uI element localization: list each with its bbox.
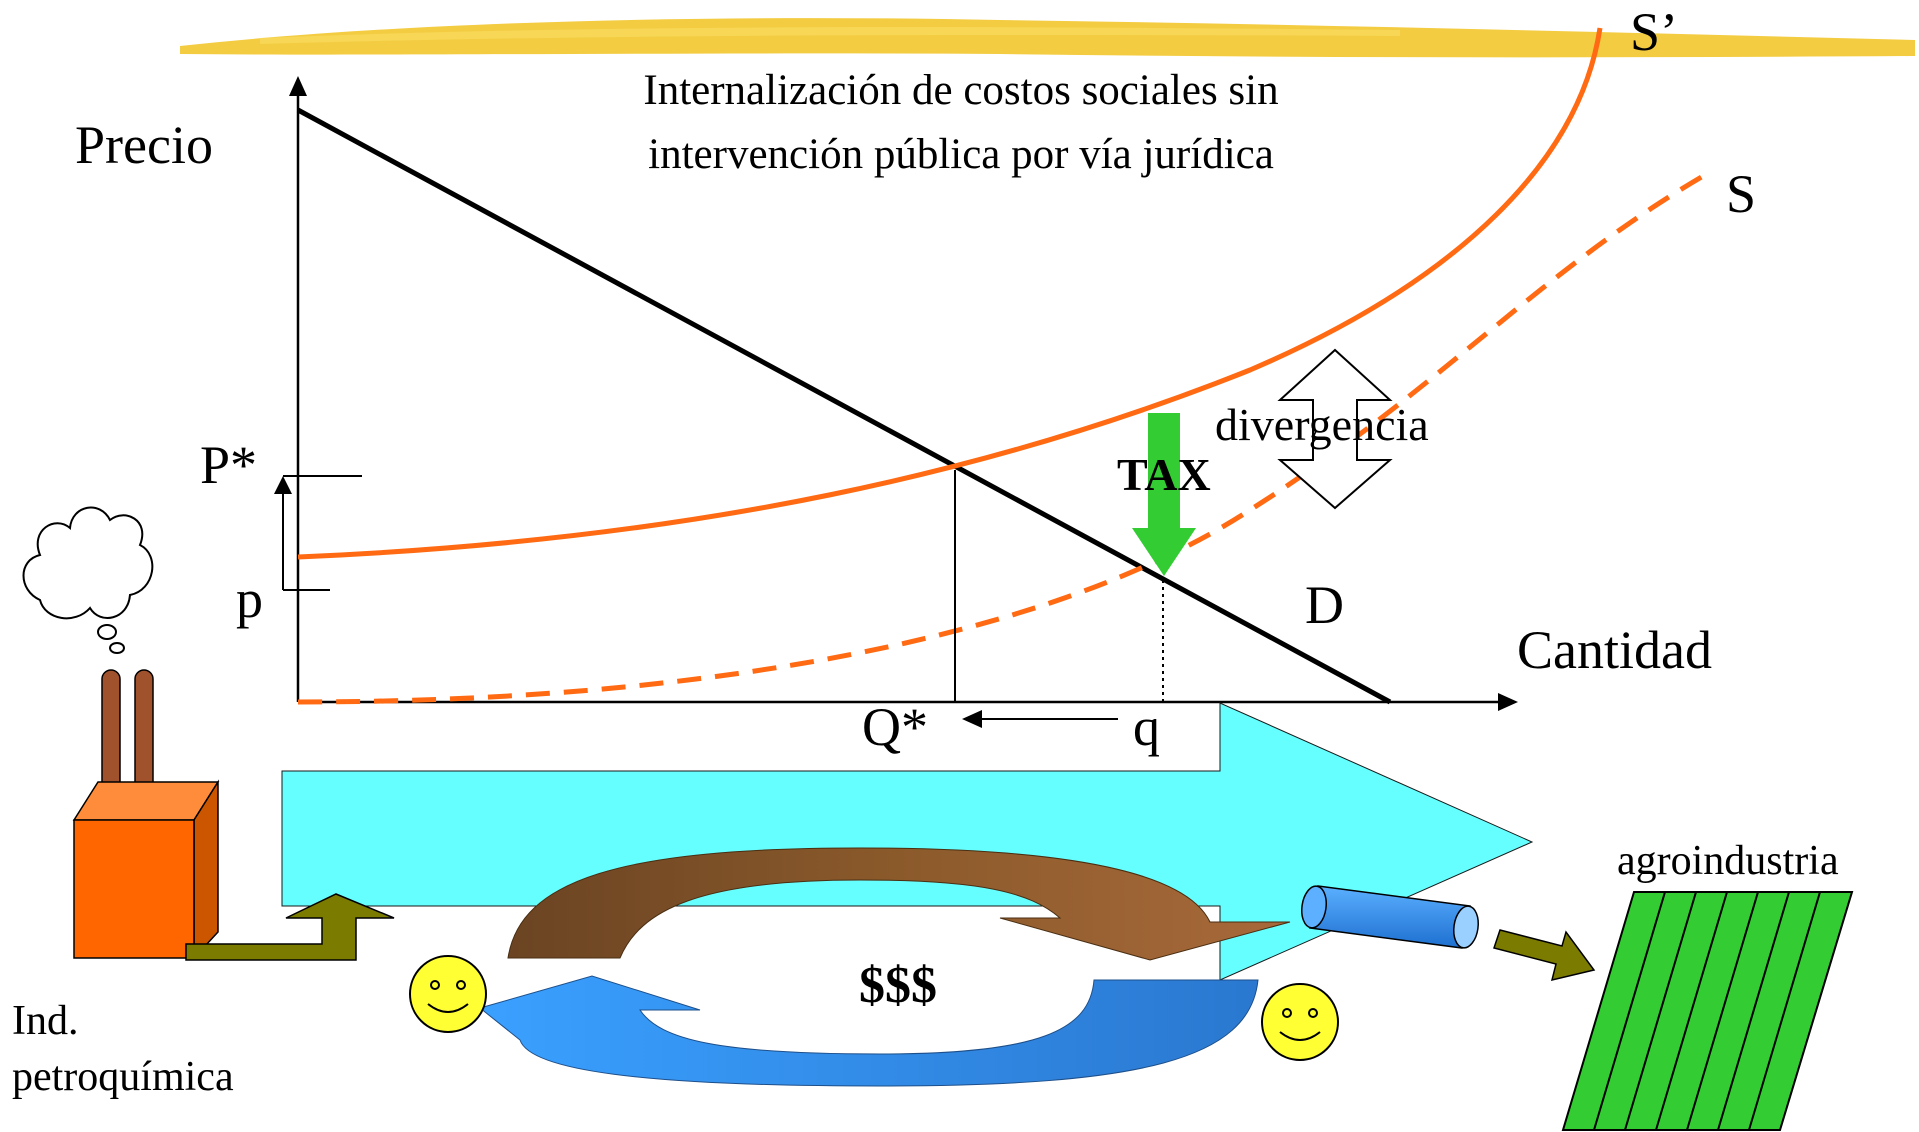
field-icon bbox=[1561, 891, 1854, 1131]
cycle-arrow-bottom[interactable] bbox=[478, 975, 1259, 1087]
x-axis-label: Cantidad bbox=[1517, 620, 1712, 680]
smoke-cloud-icon bbox=[22, 506, 154, 654]
left-actor-label-line1: Ind. bbox=[12, 998, 79, 1044]
divergencia-label: divergencia bbox=[1215, 399, 1429, 450]
q-label: q bbox=[1133, 697, 1160, 757]
price-shift-marker bbox=[274, 475, 362, 591]
diagram-title-line1: Internalización de costos sociales sin bbox=[643, 67, 1278, 114]
supply-label-s: S bbox=[1726, 164, 1756, 224]
demand-curve bbox=[296, 107, 1392, 705]
smiley-left bbox=[409, 955, 487, 1033]
supply-curve-s-prime bbox=[297, 27, 1603, 560]
q-star-label: Q* bbox=[862, 697, 928, 757]
money-label: $$$ bbox=[859, 957, 937, 1014]
right-actor-label: agroindustria bbox=[1617, 838, 1839, 884]
smiley-right bbox=[1261, 983, 1339, 1061]
factory-icon bbox=[72, 669, 220, 960]
factory-output-arrow bbox=[185, 893, 395, 961]
cycle-arrow-top[interactable] bbox=[507, 847, 1291, 961]
divergencia-double-arrow bbox=[1277, 348, 1393, 510]
tax-label: TAX bbox=[1117, 449, 1211, 500]
pipe-icon bbox=[1301, 885, 1479, 949]
supply-label-s-prime: S’ bbox=[1630, 2, 1678, 62]
axes bbox=[289, 76, 1518, 711]
demand-label: D bbox=[1305, 575, 1344, 635]
field-input-arrow bbox=[1493, 929, 1596, 982]
diagram-title-line2: intervención pública por vía jurídica bbox=[648, 131, 1274, 178]
tax-arrow bbox=[1132, 413, 1196, 576]
p-label: p bbox=[236, 569, 263, 629]
supply-curve-s bbox=[297, 169, 1712, 705]
quantity-shift-arrow bbox=[962, 710, 1118, 728]
p-star-label: P* bbox=[200, 435, 257, 495]
highlight-stripe bbox=[180, 18, 1915, 58]
left-actor-label-line2: petroquímica bbox=[12, 1054, 234, 1100]
y-axis-label: Precio bbox=[75, 115, 213, 175]
